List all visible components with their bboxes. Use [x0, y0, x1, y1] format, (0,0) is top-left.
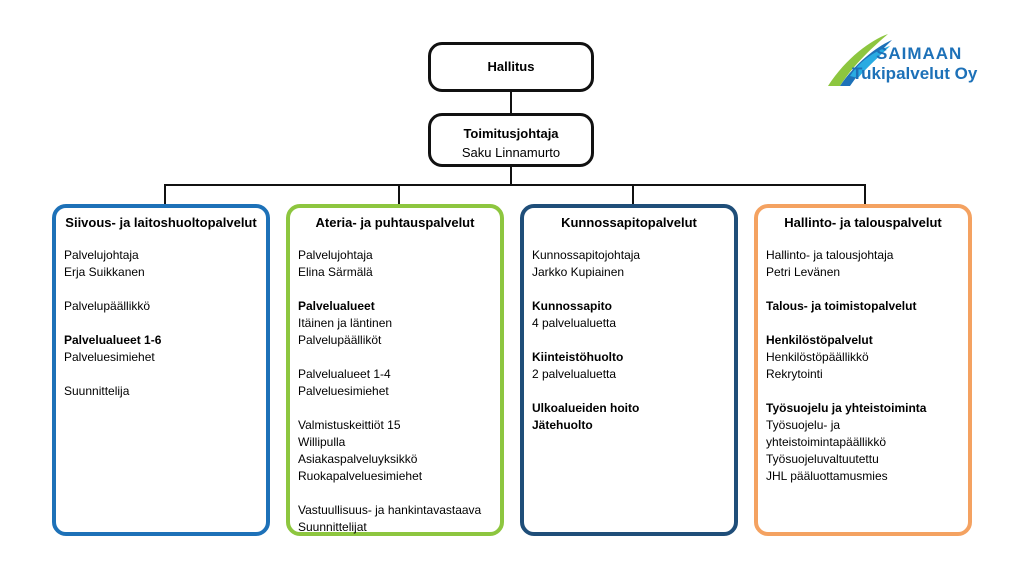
column-title: Ateria- ja puhtauspalvelut — [315, 215, 475, 230]
column-title: Siivous- ja laitoshuoltopalvelut — [65, 215, 257, 230]
group-line: Petri Levänen — [766, 265, 841, 279]
group-line: Palvelualueet 1-4 — [298, 367, 391, 381]
group-line: Erja Suikkanen — [64, 265, 145, 279]
group-line: Asiakaspalveluyksikkö — [298, 452, 418, 466]
group-line: Willipulla — [298, 435, 346, 449]
group-line: 2 palvelualuetta — [532, 367, 617, 381]
group-line: Talous- ja toimistopalvelut — [766, 299, 917, 313]
column-group: Suunnittelija — [64, 383, 258, 400]
group-line: Itäinen ja läntinen — [298, 316, 393, 330]
group-line: yhteistoimintapäällikkö — [766, 435, 887, 449]
group-line: Valmistuskeittiöt 15 — [298, 418, 401, 432]
group-line: Työsuojelu- ja — [766, 418, 841, 432]
connector-col-4 — [864, 184, 866, 204]
group-line: Ruokapalveluesimiehet — [298, 469, 423, 483]
column-title: Kunnossapitopalvelut — [561, 215, 697, 230]
group-line: Palveluesimiehet — [298, 384, 389, 398]
column-title: Hallinto- ja talouspalvelut — [784, 215, 942, 230]
group-line: Suunnittelijat — [298, 520, 367, 534]
board-box: Hallitus — [428, 42, 594, 92]
group-line: Henkilöstöpäällikkö — [766, 350, 869, 364]
group-line: Suunnittelija — [64, 384, 130, 398]
group-line: Jätehuolto — [532, 418, 593, 432]
group-line: Työsuojeluvaltuutettu — [766, 452, 879, 466]
group-line: Palvelualueet 1-6 — [64, 333, 162, 347]
column-group: Palvelupäällikkö — [64, 298, 258, 315]
group-line: Palveluesimiehet — [64, 350, 155, 364]
connector-bus — [164, 184, 866, 186]
group-line: Kiinteistöhuolto — [532, 350, 624, 364]
ceo-name: Saku Linnamurto — [461, 145, 561, 160]
group-line: JHL pääluottamusmies — [766, 469, 888, 483]
ceo-box: Toimitusjohtaja Saku Linnamurto — [428, 113, 594, 167]
column-group: Kiinteistöhuolto 2 palvelualuetta — [532, 349, 726, 383]
logo-name: SAIMAAN — [876, 44, 963, 63]
group-line: Elina Särmälä — [298, 265, 373, 279]
group-line: 4 palvelualuetta — [532, 316, 617, 330]
group-line: Ulkoalueiden hoito — [532, 401, 640, 415]
group-line: Palvelupäällikkö — [64, 299, 151, 313]
group-line: Hallinto- ja talousjohtaja — [766, 248, 894, 262]
group-line: Palvelupäälliköt — [298, 333, 382, 347]
group-line: Rekrytointi — [766, 367, 823, 381]
group-line: Palvelualueet — [298, 299, 375, 313]
group-line: Jarkko Kupiainen — [532, 265, 625, 279]
connector-ceo-bus — [510, 166, 512, 186]
group-line: Vastuullisuus- ja hankintavastaava — [298, 503, 482, 517]
saimaan-logo-swoosh-icon — [828, 34, 892, 86]
ceo-title: Toimitusjohtaja — [463, 126, 559, 141]
group-line: Kunnossapitojohtaja — [532, 248, 641, 262]
connector-board-ceo — [510, 92, 512, 114]
connector-col-2 — [398, 184, 400, 204]
group-line: Henkilöstöpalvelut — [766, 333, 873, 347]
group-line: Kunnossapito — [532, 299, 612, 313]
column-group: Talous- ja toimistopalvelut — [766, 298, 960, 315]
group-line: Työsuojelu ja yhteistoiminta — [766, 401, 927, 415]
board-title: Hallitus — [487, 59, 535, 74]
column-group: Kunnossapito 4 palvelualuetta — [532, 298, 726, 332]
group-line: Palvelujohtaja — [64, 248, 139, 262]
connector-col-1 — [164, 184, 166, 204]
connector-col-3 — [632, 184, 634, 204]
logo-subname: Tukipalvelut Oy — [852, 64, 978, 83]
group-line: Palvelujohtaja — [298, 248, 373, 262]
